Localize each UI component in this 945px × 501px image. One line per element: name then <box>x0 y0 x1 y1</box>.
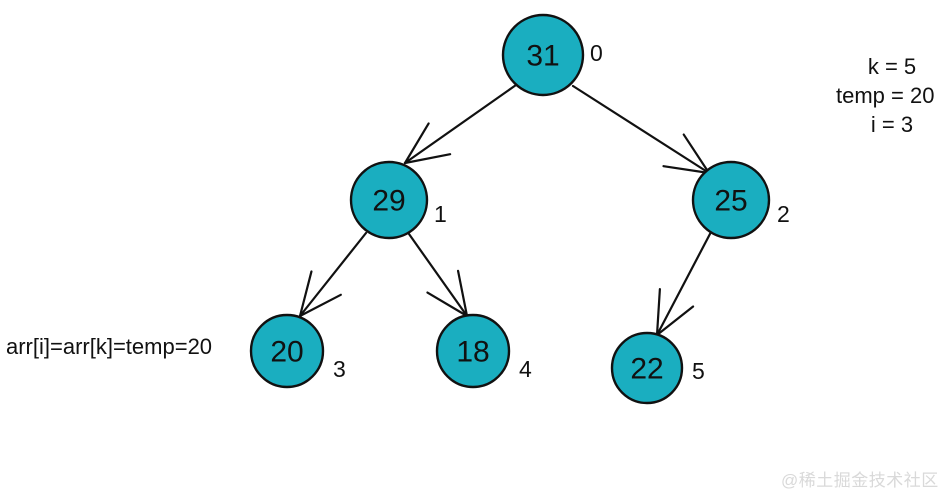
tree-node-31: 31 <box>501 13 585 97</box>
edges-layer <box>298 83 713 337</box>
tree-node-25: 25 <box>691 160 771 240</box>
edge-line <box>571 84 711 175</box>
node-index-label-1: 1 <box>434 201 447 227</box>
variable-panel: k = 5 temp = 20 i = 3 <box>836 52 945 139</box>
arrowhead-barb-1 <box>655 305 695 337</box>
variable-k: k = 5 <box>867 54 917 79</box>
tree-edge-1-to-4 <box>407 232 469 318</box>
node-value-label: 22 <box>630 353 663 386</box>
arrowhead-barb-0 <box>426 291 469 318</box>
tree-edge-0-to-1 <box>403 83 518 165</box>
tree-node-29: 29 <box>349 160 429 240</box>
node-circle <box>249 313 325 389</box>
tree-node-22: 22 <box>610 331 684 405</box>
arrowhead-barb-1 <box>682 133 711 175</box>
edge-line <box>407 232 469 318</box>
arrowhead-barb-1 <box>456 269 469 318</box>
node-value-label: 18 <box>456 336 489 369</box>
edge-line <box>298 231 368 318</box>
arrowhead-barb-1 <box>298 293 342 318</box>
arrowhead-barb-0 <box>662 165 711 175</box>
node-value-label: 20 <box>270 336 303 369</box>
arrowhead-barb-0 <box>403 122 430 165</box>
node-index-label-5: 5 <box>692 358 705 384</box>
arrowhead-barb-1 <box>403 153 452 165</box>
node-index-label-2: 2 <box>777 201 790 227</box>
tree-edge-2-to-5 <box>655 230 713 337</box>
node-value-label: 31 <box>526 40 559 73</box>
node-index-label-3: 3 <box>333 356 346 382</box>
node-circle <box>435 313 511 389</box>
node-circle <box>610 331 684 405</box>
tree-edge-1-to-3 <box>298 231 368 318</box>
node-circle <box>501 13 585 97</box>
tree-node-18: 18 <box>435 313 511 389</box>
node-index-label-0: 0 <box>590 40 603 66</box>
edge-line <box>655 230 713 337</box>
arrowhead-barb-0 <box>655 287 661 337</box>
tree-node-20: 20 <box>249 313 325 389</box>
node-index-label-4: 4 <box>519 356 532 382</box>
variable-temp: temp = 20 <box>836 83 935 109</box>
node-value-label: 29 <box>372 185 405 218</box>
watermark: @稀土掘金技术社区 <box>781 471 939 490</box>
variable-i: i = 3 <box>870 112 914 138</box>
node-circle <box>691 160 771 240</box>
node-value-label: 25 <box>714 185 747 218</box>
arrowhead-barb-0 <box>298 270 313 318</box>
tree-edge-0-to-2 <box>571 84 711 175</box>
node-circle <box>349 160 429 240</box>
edge-line <box>403 83 518 165</box>
assignment-note: arr[i]=arr[k]=temp=20 <box>6 334 213 359</box>
